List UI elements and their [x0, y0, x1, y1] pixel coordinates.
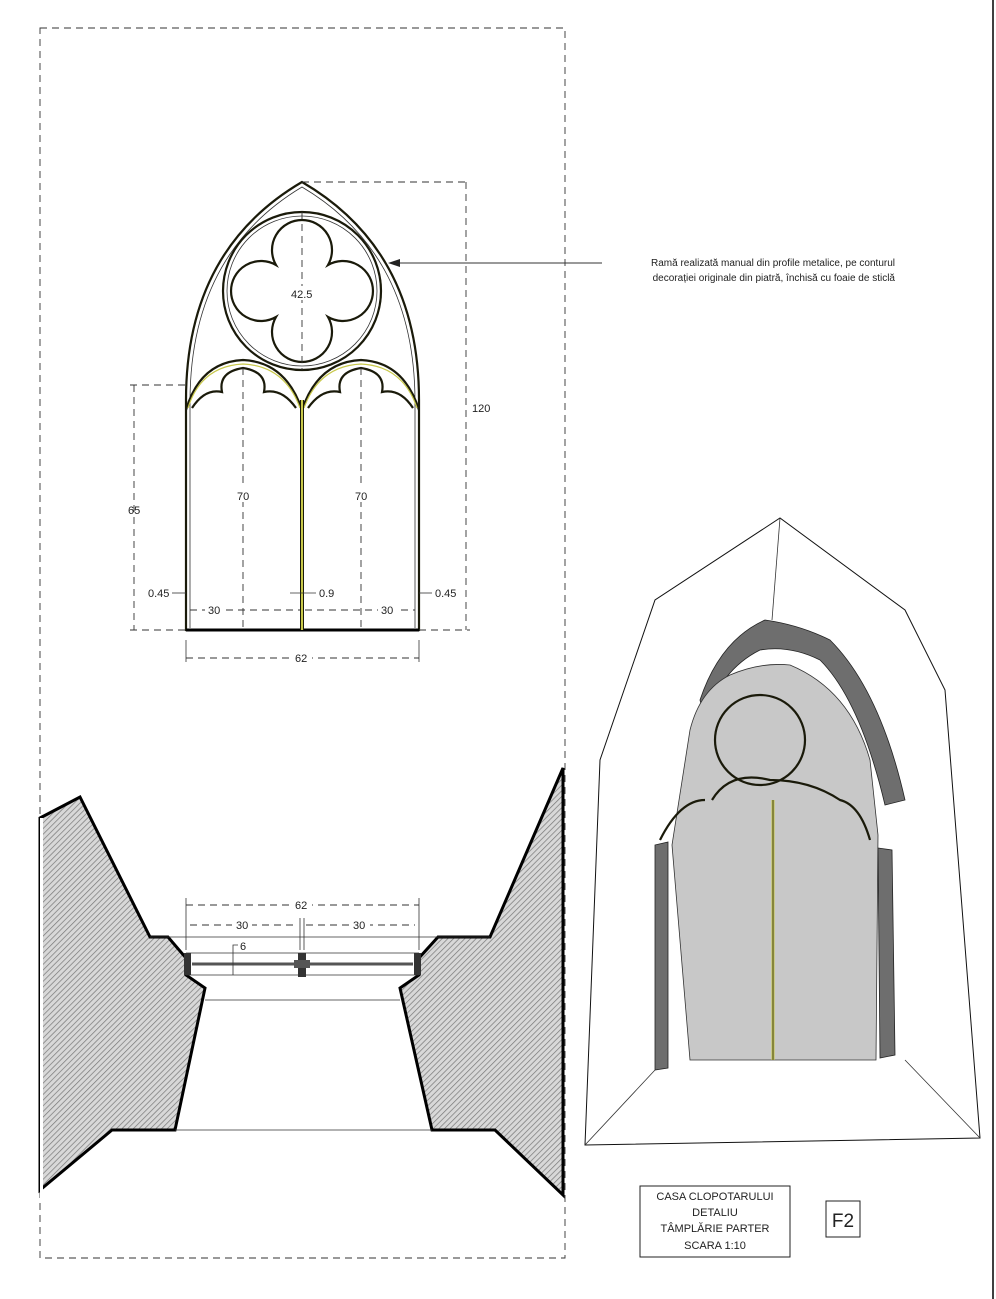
sheet-code-box: F2 [825, 1200, 861, 1238]
title-block: CASA CLOPOTARULUI DETALIU TÂMPLĂRIE PART… [639, 1185, 791, 1258]
left-cusped-arch [184, 358, 304, 411]
perspective-sketch [584, 517, 981, 1146]
dim-total-width: 62 [295, 653, 307, 665]
title-line-2: DETALIU [692, 1207, 738, 1219]
plan-dim-depth: 6 [240, 941, 246, 953]
sheet-code: F2 [832, 1211, 854, 1232]
plan-dim-half-right: 30 [353, 920, 365, 932]
right-cusped-arch [300, 358, 421, 411]
annotation: Ramă realizată manual din profile metali… [388, 258, 895, 284]
dim-light-left: 70 [237, 491, 249, 503]
detail-boundary [39, 27, 566, 1259]
annotation-line-2: decorației originale din piatră, închisă… [653, 273, 896, 284]
annotation-line-1: Ramă realizată manual din profile metali… [651, 258, 895, 269]
title-line-1: CASA CLOPOTARULUI [656, 1191, 773, 1203]
plan-dim-half-left: 30 [236, 920, 248, 932]
title-line-3: TÂMPLĂRIE PARTER [660, 1222, 769, 1235]
title-line-4: SCARA 1:10 [684, 1240, 746, 1252]
dim-mullion: 0.9 [319, 588, 334, 600]
infill [671, 664, 879, 1061]
dim-rose: 42.5 [291, 289, 312, 301]
dim-total-height: 120 [472, 403, 490, 415]
plan-dim-total-width: 62 [295, 900, 307, 912]
quatrefoil [229, 218, 375, 364]
plan-section: 62 30 30 6 [38, 767, 565, 1199]
dim-side-height: 65 [128, 505, 140, 517]
dim-edge-left: 0.45 [148, 588, 169, 600]
window-elevation: 120 65 70 70 42.5 0.45 0.9 0.45 30 30 62 [128, 180, 490, 665]
dim-half-right: 30 [381, 605, 393, 617]
dim-half-left: 30 [208, 605, 220, 617]
dim-edge-right: 0.45 [435, 588, 456, 600]
stone-arch [699, 619, 906, 806]
left-wall [38, 794, 207, 1194]
right-wall [398, 767, 565, 1199]
dim-light-right: 70 [355, 491, 367, 503]
